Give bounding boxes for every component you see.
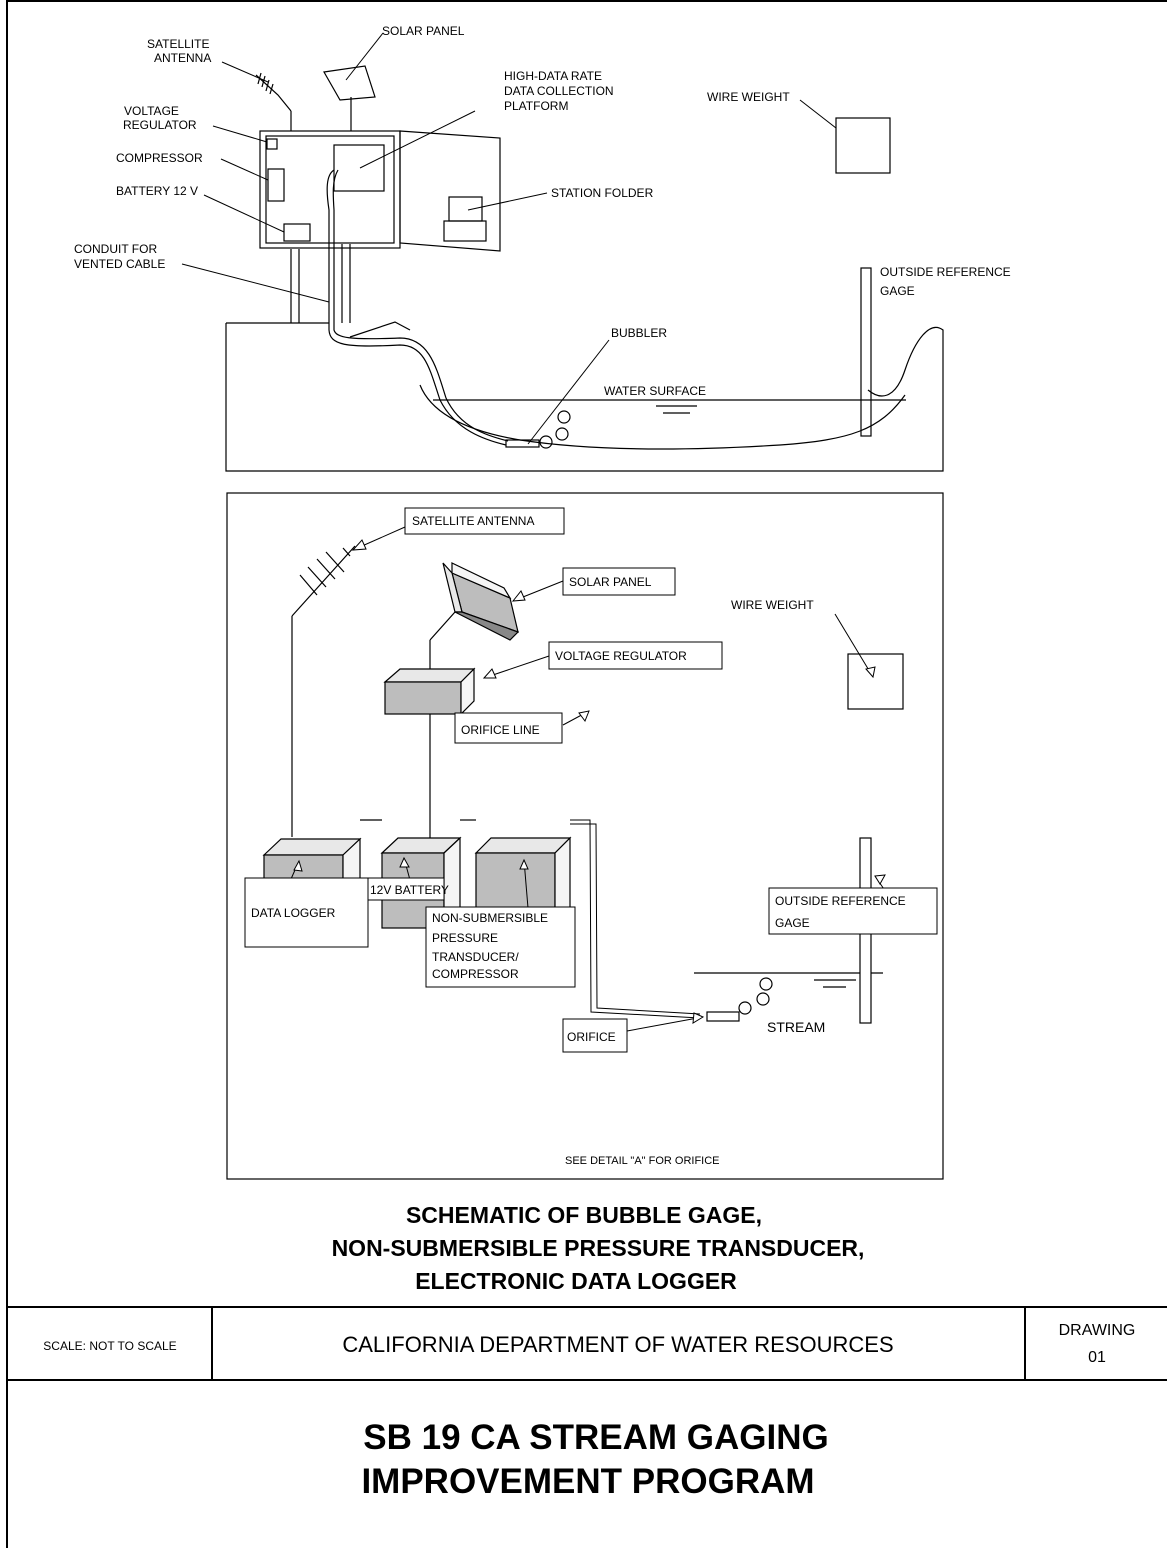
label-outside-reference-1: OUTSIDE REFERENCE [880, 265, 1011, 279]
channel-bank [225, 321, 944, 472]
label2-data-logger: DATA LOGGER [251, 906, 336, 920]
wire-weight-square [847, 653, 904, 710]
label2-transducer-3: TRANSDUCER/ [432, 950, 519, 964]
solar-panel-shape [323, 65, 376, 101]
shelter-door [399, 130, 501, 252]
caption: SCHEMATIC OF BUBBLE GAGE, NON-SUBMERSIBL… [332, 1202, 865, 1294]
caption-line-1: SCHEMATIC OF BUBBLE GAGE, [406, 1202, 762, 1228]
label-battery: BATTERY 12 V [116, 184, 198, 198]
program-title-line-2: IMPROVEMENT PROGRAM [361, 1462, 814, 1501]
label2-outside-reference-1: OUTSIDE REFERENCE [775, 894, 906, 908]
label-compressor: COMPRESSOR [116, 151, 203, 165]
outside-reference-gage [860, 267, 872, 437]
label2-transducer-1: NON-SUBMERSIBLE [432, 911, 548, 925]
voltage-regulator-3d [383, 667, 476, 716]
label-satellite-antenna-2: ANTENNA [154, 51, 211, 65]
title-block [7, 1306, 1167, 1381]
label2-voltage-regulator: VOLTAGE REGULATOR [555, 649, 687, 663]
battery-box [283, 223, 311, 242]
sheet-border [6, 0, 1167, 1548]
label2-detail-note: SEE DETAIL "A" FOR ORIFICE [565, 1155, 720, 1167]
label2-satellite-antenna: SATELLITE ANTENNA [412, 514, 534, 528]
label2-outside-reference-2: GAGE [775, 916, 810, 930]
vented-cable [326, 169, 507, 446]
label2-transducer-2: PRESSURE [432, 931, 498, 945]
label-conduit-1: CONDUIT FOR [74, 242, 157, 256]
label2-orifice: ORIFICE [567, 1030, 616, 1044]
label2-wire-weight: WIRE WEIGHT [731, 598, 814, 612]
label2-solar-panel: SOLAR PANEL [569, 575, 652, 589]
top-diagram-labels: SATELLITE ANTENNA SOLAR PANEL VOLTAGE RE… [74, 24, 1011, 398]
label-dcp-3: PLATFORM [504, 99, 568, 113]
label-bubbler: BUBBLER [611, 326, 667, 340]
voltage-regulator-box [266, 138, 278, 150]
solar-panel-3d [442, 562, 520, 641]
bottom-diagram [244, 507, 938, 1053]
label-dcp-1: HIGH-DATA RATE [504, 69, 602, 83]
top-diagram [181, 32, 944, 472]
department-name: CALIFORNIA DEPARTMENT OF WATER RESOURCES [342, 1332, 893, 1357]
label-wire-weight: WIRE WEIGHT [707, 90, 790, 104]
label-conduit-2: VENTED CABLE [74, 257, 165, 271]
label-water-surface: WATER SURFACE [604, 384, 706, 398]
station-folder [448, 196, 483, 222]
program-title-line-1: SB 19 CA STREAM GAGING [363, 1418, 828, 1457]
label-satellite-antenna-1: SATELLITE [147, 37, 209, 51]
wire-weight-box [835, 117, 891, 174]
label-voltage-regulator-1: VOLTAGE [124, 104, 179, 118]
dcp-unit [333, 144, 385, 192]
bottom-diagram-labels: SATELLITE ANTENNA SOLAR PANEL WIRE WEIGH… [251, 514, 906, 1167]
label2-transducer-4: COMPRESSOR [432, 967, 519, 981]
drawing-label: DRAWING [1059, 1322, 1136, 1339]
caption-line-2: NON-SUBMERSIBLE PRESSURE TRANSDUCER, [332, 1235, 865, 1261]
channel-bed [419, 384, 906, 450]
label-dcp-2: DATA COLLECTION [504, 84, 614, 98]
label-voltage-regulator-2: REGULATOR [123, 118, 197, 132]
label2-orifice-line: ORIFICE LINE [461, 723, 540, 737]
orifice-tube [706, 1011, 740, 1022]
label2-stream: STREAM [767, 1019, 825, 1035]
label2-battery: 12V BATTERY [370, 883, 449, 897]
label-solar-panel: SOLAR PANEL [382, 24, 465, 38]
drawing-number: 01 [1088, 1349, 1106, 1366]
bubbler-orifice [505, 439, 540, 448]
label-station-folder: STATION FOLDER [551, 186, 654, 200]
scale-note: SCALE: NOT TO SCALE [43, 1339, 176, 1353]
bottom-diagram-frame [226, 492, 944, 1180]
compressor-box [267, 168, 285, 202]
caption-line-3: ELECTRONIC DATA LOGGER [415, 1268, 737, 1294]
label-outside-reference-2: GAGE [880, 284, 915, 298]
